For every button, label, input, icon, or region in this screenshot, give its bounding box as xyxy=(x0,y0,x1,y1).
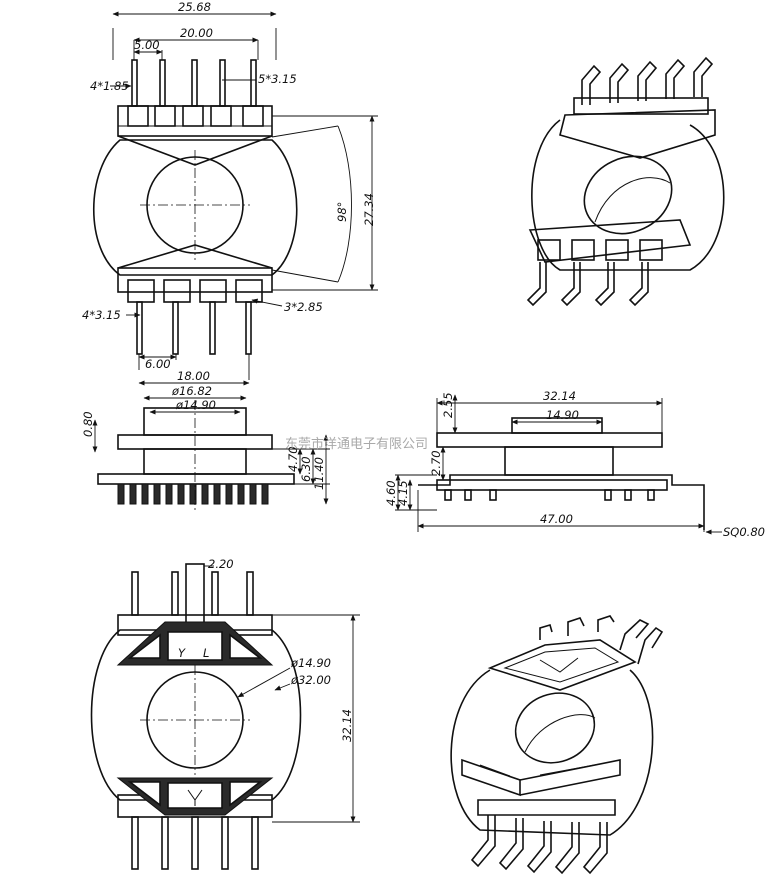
top-pins xyxy=(131,59,257,107)
dim-inner-1490: 14.90 xyxy=(546,408,579,422)
dim-thick-080: 0.80 xyxy=(81,411,95,437)
iso-bottom-lower-pins xyxy=(470,799,616,875)
watermark: 东莞市洋通电子有限公司 xyxy=(285,436,428,452)
isometric-view-bottom xyxy=(450,615,664,875)
dim-pin-span-bottom: 18.00 xyxy=(177,369,210,383)
dim-pin-size-bottom: 3*2.85 xyxy=(284,300,323,314)
side-view: ø16.82 ø14.90 0.80 4.70 6.30 11.40 xyxy=(81,384,330,510)
mark-l-right: L xyxy=(203,646,209,660)
bottom-pin-housings xyxy=(127,279,263,303)
dim-h-415: 4.15 xyxy=(396,480,410,506)
dim-height-27-34: 27.34 xyxy=(362,193,376,226)
dim-side-dia-outer: ø16.82 xyxy=(171,384,212,398)
dim-flange-3200: ø32.00 xyxy=(290,673,331,687)
dim-width-4700: 47.00 xyxy=(540,512,573,526)
dim-pin-count-bottom: 4*3.15 xyxy=(82,308,121,322)
dim-pin-span-top: 20.00 xyxy=(180,26,213,40)
dim-h-270: 2.70 xyxy=(429,450,443,476)
dim-h-630: 6.30 xyxy=(299,456,313,482)
dim-pin-size-top: 5*3.15 xyxy=(258,72,297,86)
iso-top-pins xyxy=(573,56,714,115)
side-right-pins xyxy=(444,489,655,501)
dim-h-255: 2.55 xyxy=(441,392,455,418)
dim-pin-count-top: 4*1.85 xyxy=(90,79,129,93)
front-view: 25.68 20.00 5.00 4*1.85 5*3.15 98° 27.34… xyxy=(82,0,378,386)
iso-bottom-pins xyxy=(526,239,663,307)
dim-bore-1490: ø14.90 xyxy=(290,656,331,670)
dim-width-3214: 32.14 xyxy=(543,389,576,403)
dim-pin-sq: SQ0.80 xyxy=(723,525,765,539)
mark-y-left: Y xyxy=(178,646,186,660)
isometric-view-top xyxy=(526,56,725,307)
dim-overall-width: 25.68 xyxy=(178,0,211,14)
dim-height-3214: 32.14 xyxy=(340,709,354,742)
bottom-pins xyxy=(136,301,252,355)
top-pin-housings xyxy=(127,105,264,127)
dim-h-1140: 11.40 xyxy=(312,457,326,490)
dim-h-460: 4.60 xyxy=(384,480,398,506)
side-pins xyxy=(117,483,269,505)
dim-side-dia-inner: ø14.90 xyxy=(175,398,216,412)
bottom-view: Y L 2.20 ø14.90 ø32.00 32.14 xyxy=(90,557,360,870)
dim-slot-220: 2.20 xyxy=(208,557,234,571)
side-view-right: 32.14 14.90 2.55 2.70 4.60 4.15 47.00 SQ… xyxy=(384,389,765,539)
dim-angle: 98° xyxy=(335,202,349,222)
iso-bottom-top-pins xyxy=(539,615,664,665)
bottom-view-pins-bottom xyxy=(131,816,259,870)
dim-pitch-bottom: 6.00 xyxy=(145,357,171,371)
dim-h-470: 4.70 xyxy=(286,446,300,472)
dim-pitch-top: 5.00 xyxy=(134,38,160,52)
